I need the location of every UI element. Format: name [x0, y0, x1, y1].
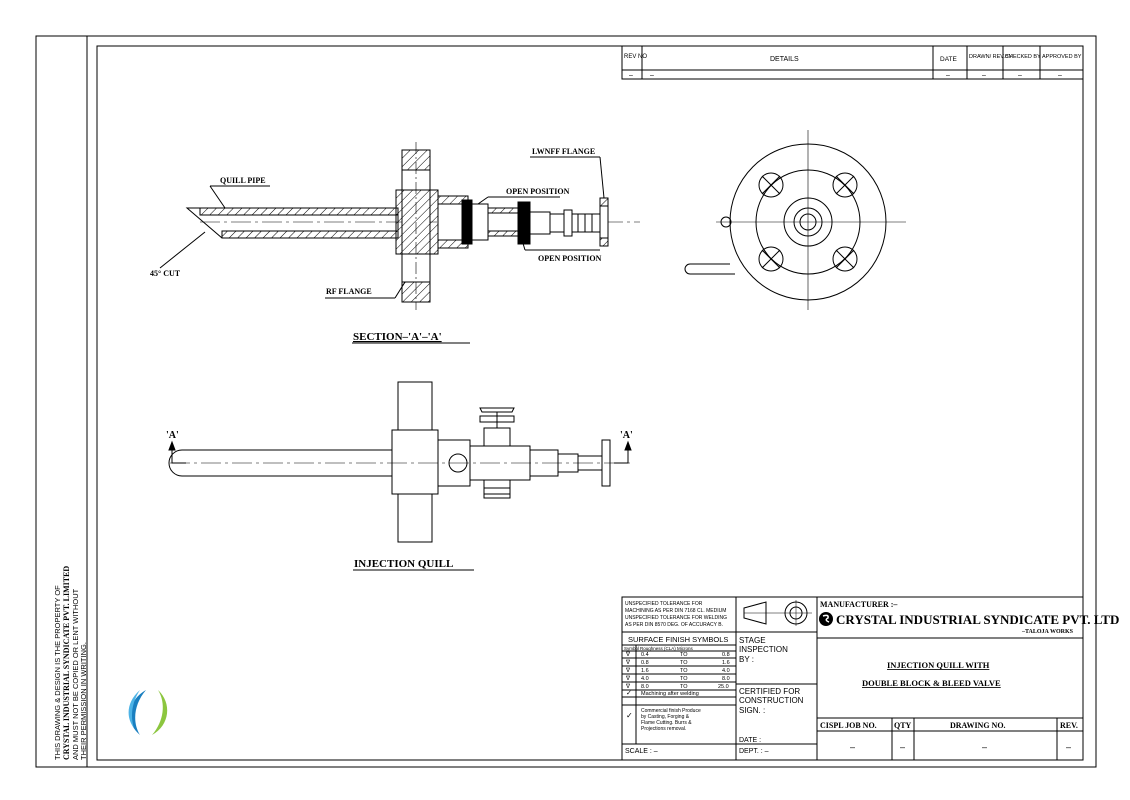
drawing-no-header: DRAWING NO. [950, 721, 1006, 730]
machining-note: Machining after welding [641, 691, 699, 697]
job-header: CISPL JOB NO. [820, 721, 877, 730]
svg-text:0.8: 0.8 [641, 660, 649, 666]
certified-1: CERTIFIED FOR [739, 687, 800, 696]
quill-elevation-view [168, 381, 632, 543]
section-mark-right: 'A' [620, 430, 633, 441]
drawn-header: DRAWN/ REV.BY [969, 54, 1013, 60]
svg-text:MACHINING AS PER DIN 7168 CL.: MACHINING AS PER DIN 7168 CL. MEDIUM [625, 608, 726, 614]
svg-text:✓: ✓ [626, 690, 632, 697]
property-note: THIS DRAWING & DESIGN IS THE PROPERTY OF… [53, 566, 88, 760]
svg-text:∇: ∇ [625, 683, 631, 690]
svg-text:AS PER DIN 8570 DEG. OF ACCURA: AS PER DIN 8570 DEG. OF ACCURACY B. [625, 622, 723, 628]
svg-text:Flame Cutting. Burrs &: Flame Cutting. Burrs & [641, 720, 692, 726]
svg-text:TO: TO [680, 652, 688, 658]
company-name: CRYSTAL INDUSTRIAL SYNDICATE PVT. LTD [836, 612, 1119, 627]
svg-text:Commercial finish Produce: Commercial finish Produce [641, 708, 701, 714]
tolerance-note: UNSPECIFIED TOLERANCE FOR MACHINING AS P… [625, 601, 727, 628]
svg-text:4.0: 4.0 [722, 668, 730, 674]
drawing-title-2: DOUBLE BLOCK & BLEED VALVE [862, 678, 1001, 688]
svg-text:by Casting, Forging &: by Casting, Forging & [641, 714, 690, 720]
section-view [159, 142, 640, 310]
company-logo [128, 690, 168, 735]
svg-text:✓: ✓ [626, 711, 633, 720]
details-header: DETAILS [770, 56, 799, 63]
stage-inspection-3: BY : [739, 655, 754, 664]
svg-text:4.0: 4.0 [641, 676, 649, 682]
surface-finish-title: SURFACE FINISH SYMBOLS [628, 635, 728, 644]
rev-value: – [1066, 742, 1071, 752]
date-label: DATE : [739, 737, 761, 744]
rf-flange-label: RF FLANGE [326, 287, 372, 296]
rev-no-value: – [629, 72, 633, 79]
svg-text:∇: ∇ [625, 667, 631, 674]
qty-header: QTY [894, 721, 912, 730]
svg-text:∇: ∇ [625, 675, 631, 682]
inner-border [96, 45, 1084, 761]
revision-table: REV NO DETAILS DATE DRAWN/ REV.BY CHECKE… [621, 45, 1084, 80]
property-note-line2: CRYSTAL INDUSTRIAL SYNDICATE PVT. LIMITE… [62, 566, 71, 760]
rev-no-header: REV NO [624, 54, 647, 60]
svg-text:UNSPECIFIED TOLERANCE FOR WELD: UNSPECIFIED TOLERANCE FOR WELDING [625, 615, 727, 621]
property-note-line4: THEIR PERMISSION IN WRITING. [79, 642, 88, 760]
certified-3: SIGN. : [739, 706, 765, 715]
job-value: – [850, 742, 855, 752]
svg-text:8.0: 8.0 [641, 684, 649, 690]
property-note-line3: AND MUST NOT BE COPIED OR LENT WITHOUT [71, 588, 80, 760]
svg-text:∇: ∇ [625, 651, 631, 658]
manufacturer-label: MANUFACTURER :– [820, 600, 898, 609]
approved-value: – [1058, 72, 1062, 79]
svg-text:0.8: 0.8 [722, 652, 730, 658]
drawn-value: – [982, 72, 986, 79]
svg-text:TO: TO [680, 676, 688, 682]
surface-roughness-header: Roughness (CLA) Microns [640, 646, 694, 651]
svg-text:8.0: 8.0 [722, 676, 730, 682]
date-value: – [946, 72, 950, 79]
stage-inspection-2: INSPECTION [739, 645, 788, 654]
cut-label: 45° CUT [150, 269, 181, 278]
scale-label: SCALE : – [625, 748, 658, 755]
view-title: INJECTION QUILL [354, 558, 453, 570]
surface-symbol-header: Symbol [624, 646, 639, 651]
lwnff-flange-label: LWNFF FLANGE [532, 147, 595, 156]
surface-rows: ∇ 0.4 TO 0.8 ∇ 0.8 TO 1.6 ∇ 1.6 TO 4.0 ∇… [625, 651, 730, 732]
open-position-label-top: OPEN POSITION [506, 187, 570, 196]
dept-label: DEPT. : – [739, 748, 769, 755]
drawing-title-1: INJECTION QUILL WITH [887, 660, 990, 670]
svg-text:∇: ∇ [625, 659, 631, 666]
svg-text:TO: TO [680, 684, 688, 690]
approved-header: APPROVED BY [1042, 54, 1082, 60]
svg-text:UNSPECIFIED TOLERANCE FOR: UNSPECIFIED TOLERANCE FOR [625, 601, 703, 607]
open-position-label-bottom: OPEN POSITION [538, 254, 602, 263]
property-note-line1: THIS DRAWING & DESIGN IS THE PROPERTY OF [53, 585, 62, 760]
svg-text:1.6: 1.6 [641, 668, 649, 674]
svg-text:Projections removal.: Projections removal. [641, 726, 686, 732]
title-block [621, 596, 1084, 761]
checked-header: CHECKED BY [1005, 54, 1041, 60]
svg-text:1.6: 1.6 [722, 660, 730, 666]
section-title: SECTION–'A'–'A' [353, 331, 442, 343]
stage-inspection-1: STAGE [739, 636, 766, 645]
company-icon [819, 612, 833, 626]
svg-text:0.4: 0.4 [641, 652, 649, 658]
certified-2: CONSTRUCTION [739, 696, 804, 705]
date-header: DATE [940, 56, 958, 63]
section-mark-left: 'A' [166, 430, 179, 441]
details-value: – [650, 72, 654, 79]
quill-pipe-label: QUILL PIPE [220, 176, 266, 185]
checked-value: – [1018, 72, 1022, 79]
svg-text:TO: TO [680, 660, 688, 666]
end-view [684, 130, 906, 310]
bolt-holes [758, 172, 858, 272]
qty-value: – [900, 742, 905, 752]
outer-border [35, 35, 1097, 768]
drawing-no-value: – [982, 742, 987, 752]
rev-header: REV. [1060, 721, 1078, 730]
svg-text:TO: TO [680, 668, 688, 674]
svg-text:25.0: 25.0 [718, 684, 729, 690]
works-label: –TALOJA WORKS [1021, 629, 1074, 635]
